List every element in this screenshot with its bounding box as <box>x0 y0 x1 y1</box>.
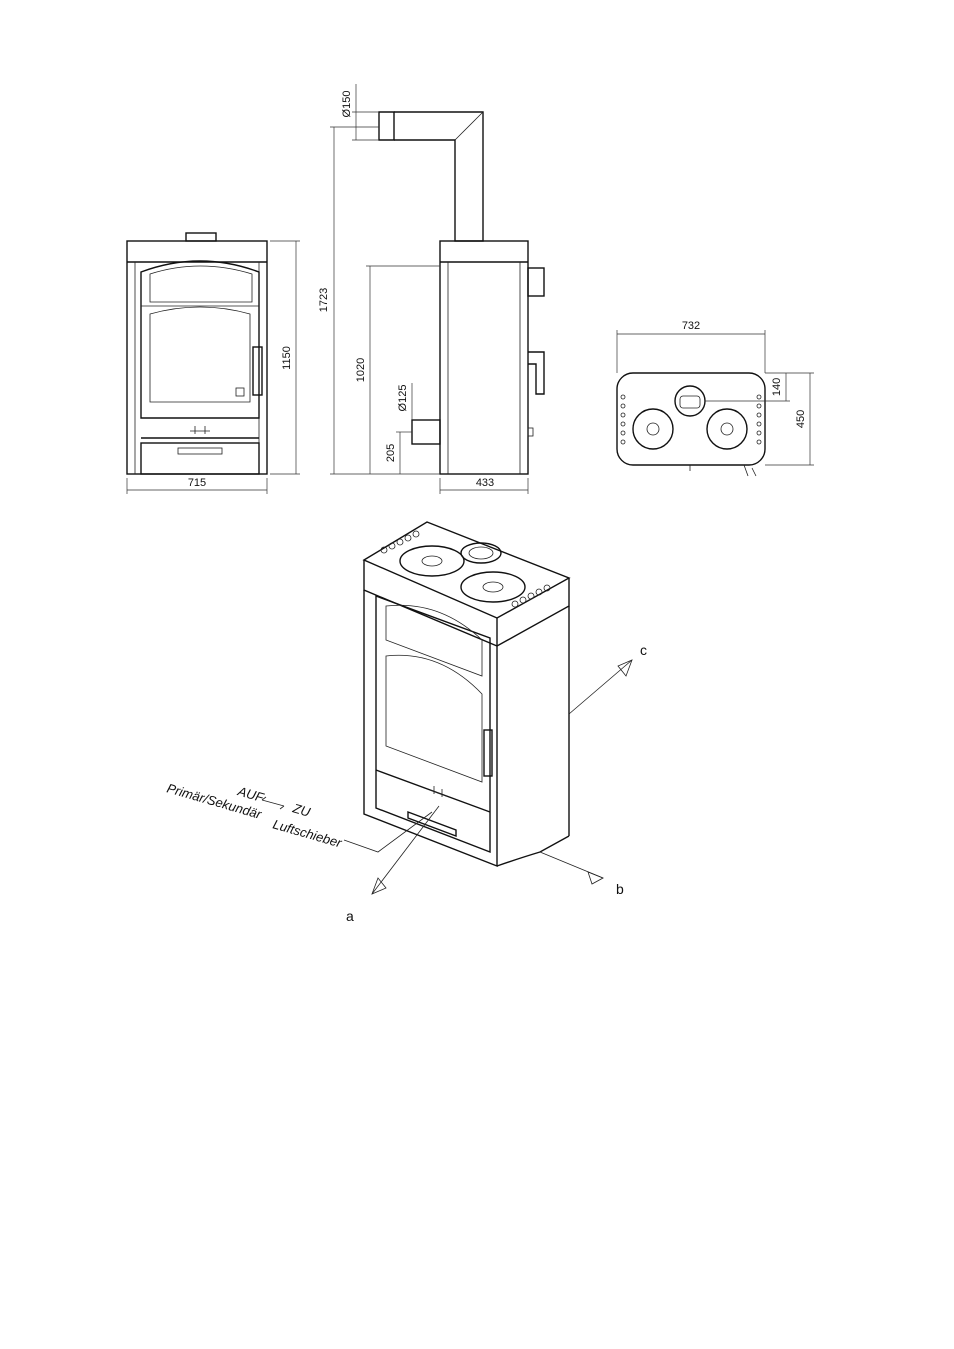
front-top-flue <box>185 232 217 242</box>
air-slider-label: Luftschieber <box>271 816 344 850</box>
top-width-label: 732 <box>682 320 700 332</box>
front-ash-drawer <box>140 442 260 475</box>
axis-c-line <box>568 659 633 715</box>
front-door-handle <box>252 346 263 396</box>
iso-top-window <box>385 604 483 677</box>
iso-flue-opening <box>460 542 502 564</box>
side-flue-pipe <box>394 111 484 242</box>
axis-b-arrow <box>587 871 604 885</box>
air-slider-leader <box>343 811 433 853</box>
front-ash-drawer-handle <box>177 447 223 455</box>
front-body-outline <box>126 240 268 475</box>
iso-body-side <box>496 606 570 867</box>
front-main-window <box>149 306 251 403</box>
top-outlet-diameter-label: Ø150 <box>341 91 353 118</box>
front-view: 715 1150 <box>126 232 300 494</box>
iso-body-front <box>363 590 498 868</box>
side-upper-knob <box>527 267 545 297</box>
axis-a-line <box>371 805 440 895</box>
front-badge <box>235 387 245 397</box>
rear-outlet-height-label: 205 <box>385 444 397 462</box>
close-label: ZU <box>290 800 312 820</box>
top-hotplate-left <box>632 408 674 450</box>
front-air-slider-icon <box>190 426 210 434</box>
iso-hotplate-left <box>399 545 465 577</box>
side-view: 1723 1020 205 Ø125 Ø150 433 <box>318 84 545 494</box>
front-height-label: 1150 <box>281 346 293 370</box>
iso-air-slider <box>429 786 447 797</box>
iso-ash-drawer-handle <box>407 810 457 838</box>
front-width-label: 715 <box>188 477 206 489</box>
axis-c-label: c <box>640 642 647 658</box>
flue-height-label: 1020 <box>355 358 367 382</box>
side-body-outline <box>439 240 529 475</box>
iso-door-handle <box>483 729 493 777</box>
top-flue-opening <box>674 385 706 417</box>
side-depth-label: 433 <box>476 477 494 489</box>
total-height-label: 1723 <box>318 288 330 312</box>
top-view: 732 450 140 <box>616 320 814 477</box>
front-door-frame <box>140 260 260 419</box>
isometric-view <box>261 521 633 895</box>
open-label: AUF <box>235 783 266 805</box>
side-flue-collar <box>378 111 395 141</box>
top-depth-label: 450 <box>795 410 807 428</box>
axis-b-label: b <box>616 881 624 897</box>
iso-main-window <box>385 654 483 783</box>
side-rear-outlet <box>411 419 441 445</box>
axis-a-label: a <box>346 908 354 924</box>
front-top-window <box>149 265 253 303</box>
top-plate-outline <box>616 372 766 466</box>
iso-hotplate-right <box>460 571 526 603</box>
open-close-arrow <box>261 796 285 810</box>
iso-door-frame <box>375 594 491 854</box>
rear-outlet-diameter-label: Ø125 <box>397 385 409 412</box>
side-handle <box>528 351 545 395</box>
axis-a-arrow <box>371 877 387 895</box>
top-hotplate-right <box>706 408 748 450</box>
top-outlet-offset-label: 140 <box>771 378 783 396</box>
axis-c-arrow <box>617 659 633 677</box>
